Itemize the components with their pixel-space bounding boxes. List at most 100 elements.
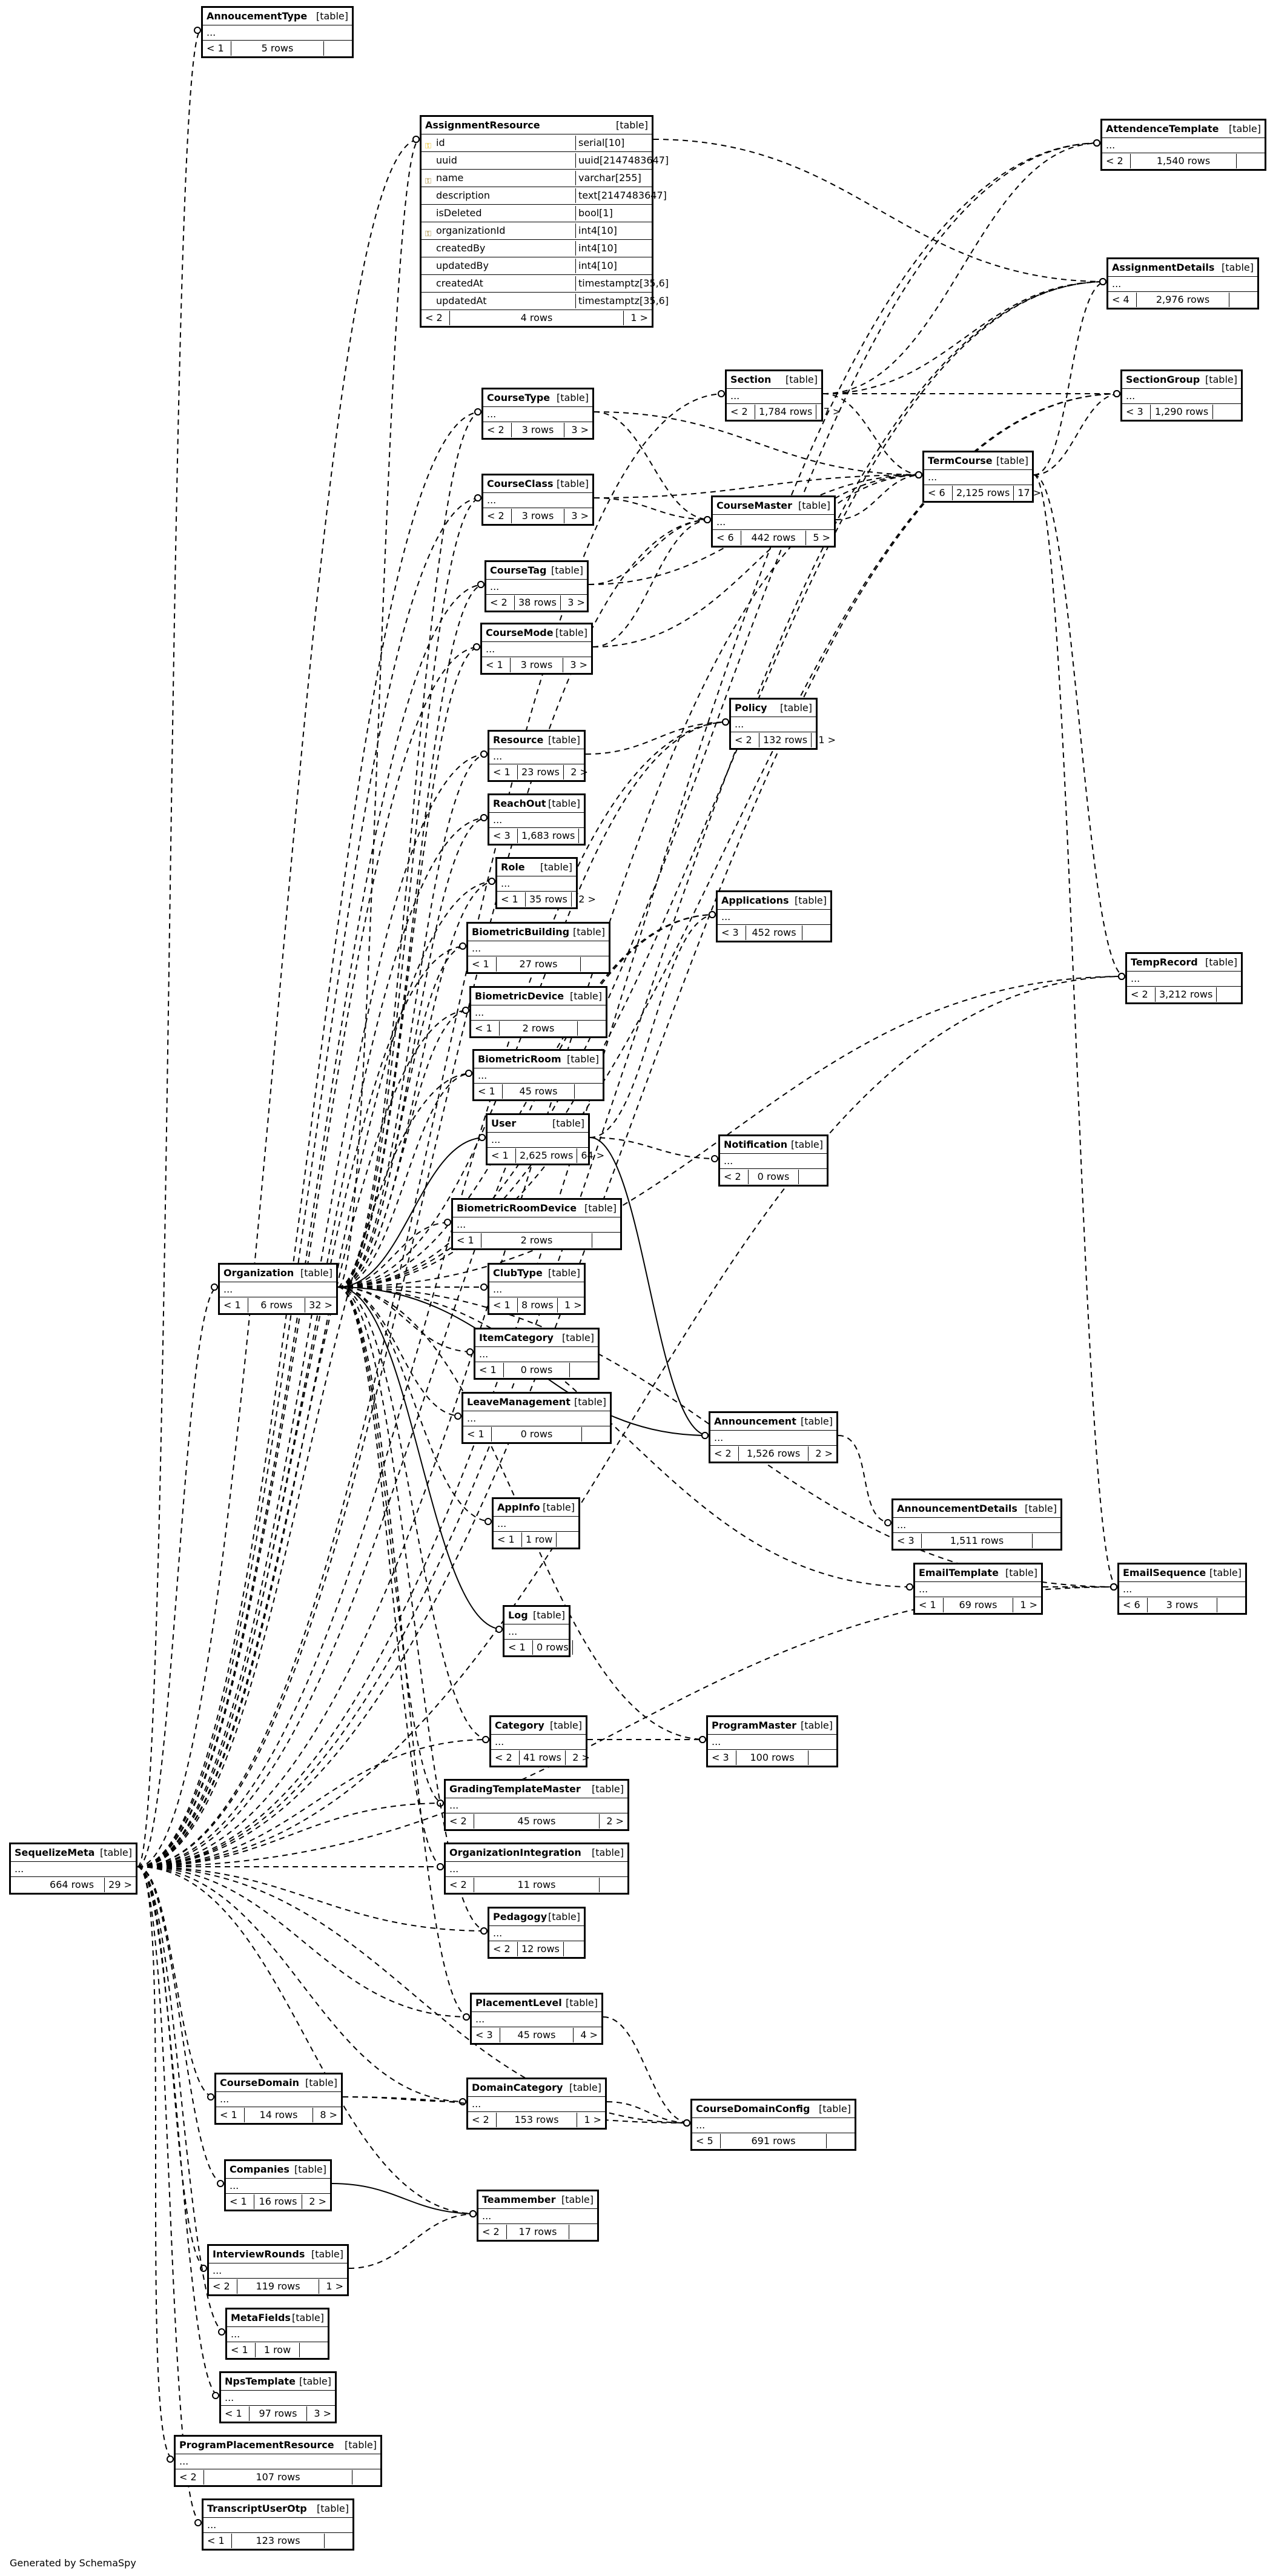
table-header[interactable]: OrganizationIntegration[table] bbox=[446, 1844, 627, 1861]
table-header[interactable]: EmailSequence[table] bbox=[1119, 1564, 1245, 1581]
table-header[interactable]: CourseMode[table] bbox=[482, 624, 591, 641]
table-header[interactable]: AssignmentResource[table] bbox=[422, 117, 652, 134]
table-header[interactable]: CourseDomain[table] bbox=[216, 2074, 341, 2091]
table-header[interactable]: Log[table] bbox=[504, 1607, 569, 1624]
table-header[interactable]: Notification[table] bbox=[720, 1136, 827, 1153]
table-header[interactable]: BiometricDevice[table] bbox=[471, 988, 606, 1005]
table-header[interactable]: TermCourse[table] bbox=[924, 452, 1032, 469]
table-header[interactable]: PlacementLevel[table] bbox=[472, 1995, 601, 2011]
table-header[interactable]: AppInfo[table] bbox=[494, 1499, 578, 1516]
table-header[interactable]: ReachOut[table] bbox=[489, 795, 584, 812]
table-header[interactable]: Section[table] bbox=[727, 371, 821, 388]
table-header[interactable]: TranscriptUserOtp[table] bbox=[203, 2500, 352, 2517]
table-header[interactable]: User[table] bbox=[488, 1115, 588, 1132]
table-header[interactable]: MetaFields[table] bbox=[227, 2309, 328, 2326]
table-header[interactable]: SectionGroup[table] bbox=[1122, 371, 1241, 388]
table-header[interactable]: SequelizeMeta[table] bbox=[11, 1844, 136, 1861]
table-header[interactable]: CourseDomainConfig[table] bbox=[692, 2101, 855, 2117]
table-header[interactable]: AnnouncementDetails[table] bbox=[893, 1500, 1060, 1517]
table-header[interactable]: DomainCategory[table] bbox=[468, 2079, 605, 2096]
table-header[interactable]: AnnoucementType[table] bbox=[203, 8, 352, 25]
table-header[interactable]: CourseMaster[table] bbox=[713, 497, 834, 514]
table-header[interactable]: CourseTag[table] bbox=[486, 562, 587, 579]
table-header[interactable]: ClubType[table] bbox=[489, 1265, 584, 1282]
table-header[interactable]: Applications[table] bbox=[718, 892, 830, 909]
table-header[interactable]: ProgramPlacementResource[table] bbox=[176, 2437, 380, 2454]
table-header[interactable]: BiometricRoomDevice[table] bbox=[453, 1200, 620, 1217]
table-header[interactable]: ItemCategory[table] bbox=[475, 1329, 598, 1346]
table-header[interactable]: Teammember[table] bbox=[478, 2191, 597, 2208]
table-header[interactable]: TempRecord[table] bbox=[1127, 954, 1241, 971]
table-header[interactable]: CourseClass[table] bbox=[483, 475, 592, 492]
table-header[interactable]: Organization[table] bbox=[220, 1265, 336, 1282]
table-header[interactable]: BiometricBuilding[table] bbox=[468, 924, 609, 941]
table-header[interactable]: Pedagogy[table] bbox=[489, 1909, 584, 1925]
table-header[interactable]: Category[table] bbox=[491, 1717, 586, 1734]
table-header[interactable]: Companies[table] bbox=[226, 2161, 330, 2178]
table-header[interactable]: Role[table] bbox=[497, 859, 576, 876]
table-header[interactable]: Policy[table] bbox=[731, 700, 816, 717]
table-header[interactable]: InterviewRounds[table] bbox=[209, 2246, 347, 2263]
table-header[interactable]: GradingTemplateMaster[table] bbox=[446, 1781, 627, 1798]
table-header[interactable]: BiometricRoom[table] bbox=[474, 1051, 603, 1068]
table-header[interactable]: AttendenceTemplate[table] bbox=[1102, 121, 1265, 137]
table-header[interactable]: Resource[table] bbox=[489, 732, 584, 749]
table-header[interactable]: Announcement[table] bbox=[710, 1413, 836, 1430]
table-header[interactable]: EmailTemplate[table] bbox=[915, 1564, 1041, 1581]
table-header[interactable]: NpsTemplate[table] bbox=[221, 2373, 335, 2390]
table-header[interactable]: ProgramMaster[table] bbox=[708, 1717, 836, 1734]
table-header[interactable]: CourseType[table] bbox=[483, 389, 592, 406]
table-header[interactable]: AssignmentDetails[table] bbox=[1108, 259, 1257, 276]
table-header[interactable]: LeaveManagement[table] bbox=[463, 1394, 610, 1411]
